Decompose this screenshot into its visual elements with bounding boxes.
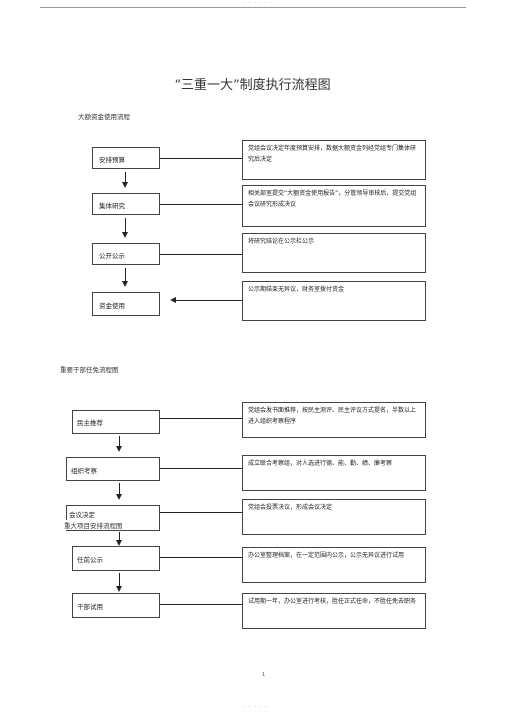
arrow-shaft: [119, 532, 120, 540]
connector-line: [160, 158, 242, 159]
connector-line: [160, 468, 242, 469]
flow-desc-trial-period: 试用期一年，办公室进行考核，胜任正式任命，不胜任免去职务: [242, 593, 426, 629]
flow-box-label: 任前公示: [77, 556, 103, 564]
arrow-shaft: [125, 218, 126, 232]
footer-dots: · · · · ·: [244, 704, 268, 710]
flow-desc-meeting-decision: 党组会投票决议，形成会议决定: [242, 499, 426, 535]
flow-box-label: 资金使用: [99, 302, 125, 310]
flow-box-organization-inspect: 组织考察: [66, 457, 160, 481]
flow-box-democratic-recommend: 民主推荐: [72, 410, 160, 434]
section-heading-cadres: 重要干部任免流程图: [60, 366, 119, 374]
flow-box-fund-use: 资金使用: [92, 292, 160, 316]
arrow-down-icon: [116, 540, 122, 546]
flow-box-label: 民主推荐: [77, 419, 103, 427]
arrow-shaft: [119, 436, 120, 446]
flow-desc-budget: 党组会议决定年度预算安排，数据大额资金列经党组专门集体研究后决定: [242, 140, 426, 180]
flow-box-budget: 安排预算: [92, 147, 160, 169]
arrow-down-icon: [116, 586, 122, 592]
flow-box-collective-study: 集体研究: [92, 193, 160, 215]
connector-line: [160, 254, 242, 255]
arrow-down-icon: [116, 446, 122, 452]
page-number: 1: [262, 672, 266, 678]
section-heading-major-projects: 重大项目安排流程图: [64, 520, 125, 530]
flow-desc-pre-appointment-publicity: 办公室整理档案，在一定范围内公示，公示无异议进行试用: [242, 547, 426, 583]
arrow-shaft: [125, 268, 126, 281]
connector-line: [160, 418, 242, 419]
arrow-shaft: [119, 573, 120, 586]
flow-desc-organization-inspect: 成立联合考察组，对人选进行德、能、勤、绩、廉考察: [242, 455, 426, 491]
header-rule: [40, 7, 466, 8]
flow-desc-democratic-recommend: 党组会发书面推荐，按民主测评、民主评议方式提名，半数以上进入组织考察程序: [242, 402, 426, 438]
connector-line: [160, 557, 242, 558]
flow-box-label: 组织考察: [71, 467, 97, 475]
arrow-left-icon: [170, 297, 176, 303]
flow-box-label: 公开公示: [99, 252, 125, 260]
connector-line: [176, 300, 242, 301]
connector-line: [160, 604, 242, 605]
flow-box-pre-appointment-publicity: 任前公示: [72, 546, 160, 571]
page-title: “三重一大”制度执行流程图: [174, 78, 331, 93]
header-dots: · · · · · ·: [244, 0, 273, 6]
flow-box-label: 集体研究: [99, 202, 125, 210]
flow-desc-publicity: 将研究结论在公示栏公示: [242, 233, 426, 273]
arrow-down-icon: [122, 182, 128, 188]
arrow-shaft: [119, 483, 120, 494]
arrow-down-icon: [116, 494, 122, 500]
flow-box-label: 会议决定: [69, 511, 95, 519]
arrow-shaft: [125, 172, 126, 182]
flow-desc-fund-use: 公示期结束无异议，财务室拨付资金: [242, 281, 426, 321]
flow-box-trial-period: 干部试用: [72, 593, 160, 618]
flow-box-label: 安排预算: [99, 156, 125, 164]
connector-line: [160, 204, 242, 205]
flow-box-label: 干部试用: [77, 603, 103, 611]
flow-desc-collective-study: 相关部室提交“大额资金使用报告”，分管领导审核后，提交党组会议研究形成决议: [242, 185, 426, 227]
connector-line: [160, 512, 242, 513]
section-heading-funds: 大额资金使用流程: [78, 113, 130, 121]
arrow-down-icon: [122, 281, 128, 287]
flow-box-publicity: 公开公示: [92, 243, 160, 265]
arrow-down-icon: [122, 232, 128, 238]
